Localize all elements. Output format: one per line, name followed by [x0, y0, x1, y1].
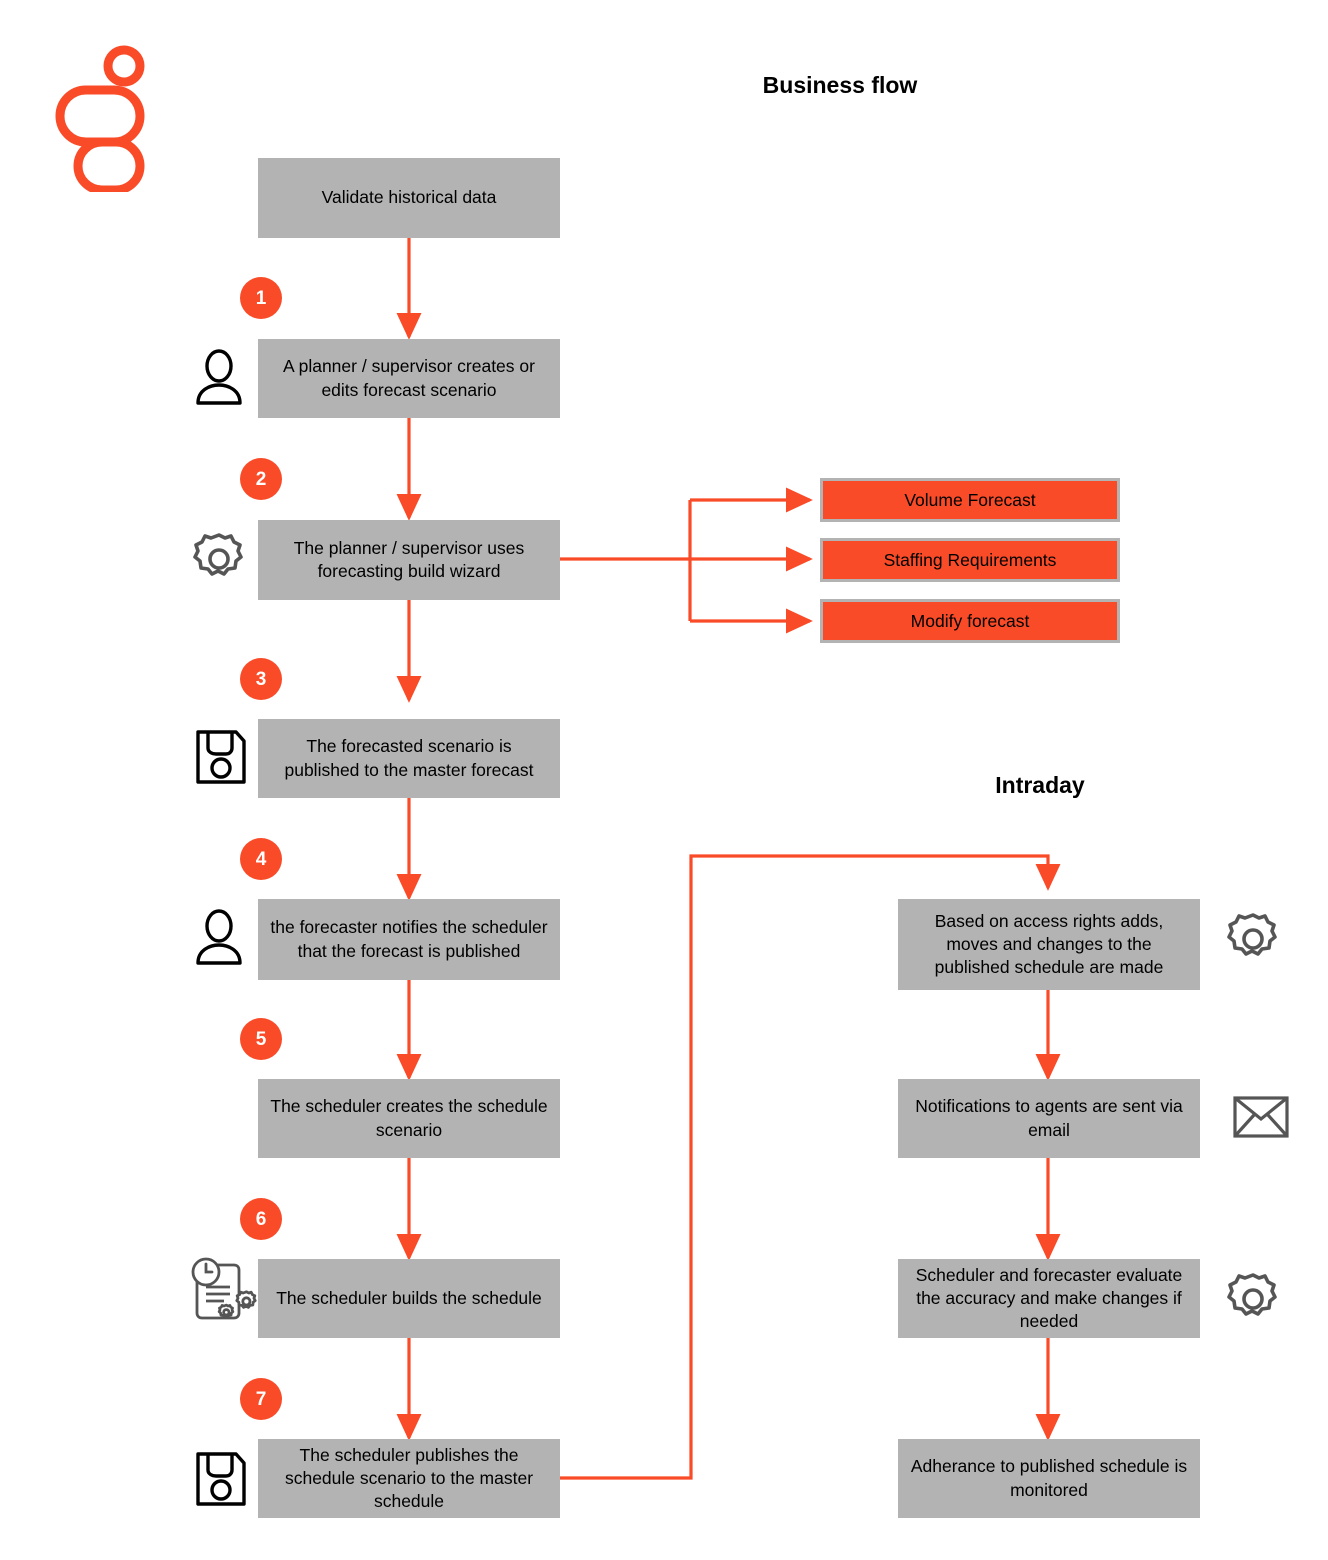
process-box-label: Adherance to published schedule is monit… — [910, 1456, 1188, 1500]
schedule-build-icon — [191, 1257, 257, 1320]
process-box-step-7[interactable]: The scheduler publishes the schedule sce… — [258, 1439, 560, 1518]
process-box-intraday-3[interactable]: Scheduler and forecaster evaluate the ac… — [898, 1259, 1200, 1338]
process-box-step-4[interactable]: the forecaster notifies the scheduler th… — [258, 899, 560, 980]
logo-pill-icon — [73, 137, 145, 195]
step-badge-4: 4 — [240, 838, 282, 880]
process-box-label: The planner / supervisor uses forecastin… — [293, 537, 525, 581]
intraday-title: Intraday — [995, 772, 1085, 798]
gear-icon — [1227, 913, 1277, 956]
output-box-label: Volume Forecast — [904, 489, 1036, 510]
step-badge-5: 5 — [240, 1018, 282, 1060]
output-box-label: Staffing Requirements — [883, 549, 1057, 570]
process-box-step-6[interactable]: The scheduler builds the schedule — [258, 1259, 560, 1338]
process-box-label: Scheduler and forecaster evaluate the ac… — [915, 1264, 1183, 1332]
brand-logo — [52, 42, 162, 195]
process-box-label: The scheduler creates the schedule scena… — [270, 1096, 548, 1140]
gear-icon — [193, 533, 243, 576]
save-icon — [196, 1452, 246, 1506]
step-badge-3: 3 — [240, 658, 282, 700]
envelope-icon — [1233, 1096, 1289, 1138]
person-icon — [196, 349, 242, 405]
process-box-label: Based on access rights adds, moves and c… — [934, 910, 1164, 978]
process-box-label: The scheduler builds the schedule — [276, 1287, 542, 1308]
process-box-step-3[interactable]: The forecasted scenario is published to … — [258, 719, 560, 798]
process-box-label: The forecasted scenario is published to … — [284, 736, 534, 780]
step-badge-1: 1 — [240, 277, 282, 319]
output-box-modify-forecast[interactable]: Modify forecast — [820, 599, 1120, 643]
brand-logo-svg — [55, 45, 145, 195]
step-badge-7: 7 — [240, 1378, 282, 1420]
logo-wide-pill-icon — [55, 85, 145, 147]
process-box-intraday-1[interactable]: Based on access rights adds, moves and c… — [898, 899, 1200, 990]
output-box-volume-forecast[interactable]: Volume Forecast — [820, 478, 1120, 522]
process-box-intraday-2[interactable]: Notifications to agents are sent via ema… — [898, 1079, 1200, 1158]
process-box-label: A planner / supervisor creates or edits … — [283, 356, 535, 400]
process-box-step-2[interactable]: The planner / supervisor uses forecastin… — [258, 520, 560, 600]
process-box-label: Validate historical data — [321, 187, 497, 208]
process-box-intraday-4[interactable]: Adherance to published schedule is monit… — [898, 1439, 1200, 1518]
gear-icon — [1227, 1273, 1277, 1316]
step-badge-6: 6 — [240, 1198, 282, 1240]
process-box-step-1[interactable]: A planner / supervisor creates or edits … — [258, 339, 560, 418]
output-box-label: Modify forecast — [910, 610, 1030, 631]
process-box-validate-historical-data[interactable]: Validate historical data — [258, 158, 560, 238]
process-box-label: Notifications to agents are sent via ema… — [915, 1096, 1183, 1140]
business-flow-title: Business flow — [762, 72, 918, 98]
person-icon — [196, 909, 242, 965]
logo-circle-icon — [103, 45, 145, 87]
save-icon — [196, 730, 246, 784]
output-box-staffing-requirements[interactable]: Staffing Requirements — [820, 538, 1120, 582]
process-box-step-5[interactable]: The scheduler creates the schedule scena… — [258, 1079, 560, 1158]
process-box-label: the forecaster notifies the scheduler th… — [270, 917, 548, 961]
process-box-label: The scheduler publishes the schedule sce… — [284, 1444, 534, 1512]
step-badge-2: 2 — [240, 458, 282, 500]
